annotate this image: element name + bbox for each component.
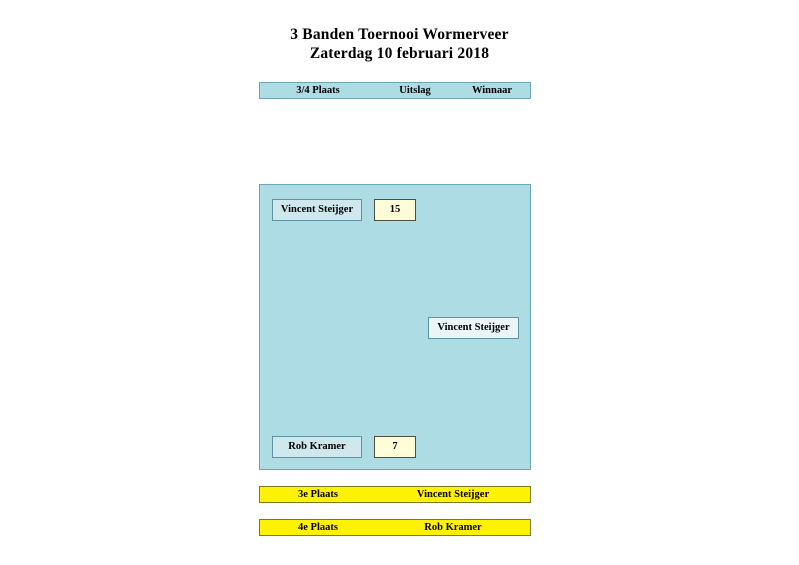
placement-row-third: 3e Plaats Vincent Steijger (259, 486, 531, 503)
tournament-date: Zaterdag 10 februari 2018 (309, 45, 490, 62)
bracket-header-row: 3/4 Plaats Uitslag Winnaar (259, 82, 531, 99)
placement-name-fourth: Rob Kramer (424, 521, 482, 533)
placement-name-third: Vincent Steijger (416, 488, 490, 500)
placement-row-fourth: 4e Plaats Rob Kramer (259, 519, 531, 536)
page-title: 3 Banden Toernooi Wormerveer Zaterdag 10… (0, 25, 799, 63)
placement-label-fourth: 4e Plaats (298, 521, 338, 533)
bracket-slot-bottom-score[interactable]: 7 (374, 436, 416, 458)
bracket-slot-top-score[interactable]: 15 (374, 199, 416, 221)
bracket-winner-slot[interactable]: Vincent Steijger (428, 317, 519, 339)
header-col-winner: Winnaar (471, 84, 513, 96)
tournament-name: 3 Banden Toernooi Wormerveer (290, 26, 509, 43)
bracket-slot-top-player[interactable]: Vincent Steijger (272, 199, 362, 221)
header-col-placement: 3/4 Plaats (296, 84, 340, 96)
bracket-slot-bottom-player[interactable]: Rob Kramer (272, 436, 362, 458)
placement-label-third: 3e Plaats (298, 488, 338, 500)
header-col-result: Uitslag (399, 84, 431, 96)
